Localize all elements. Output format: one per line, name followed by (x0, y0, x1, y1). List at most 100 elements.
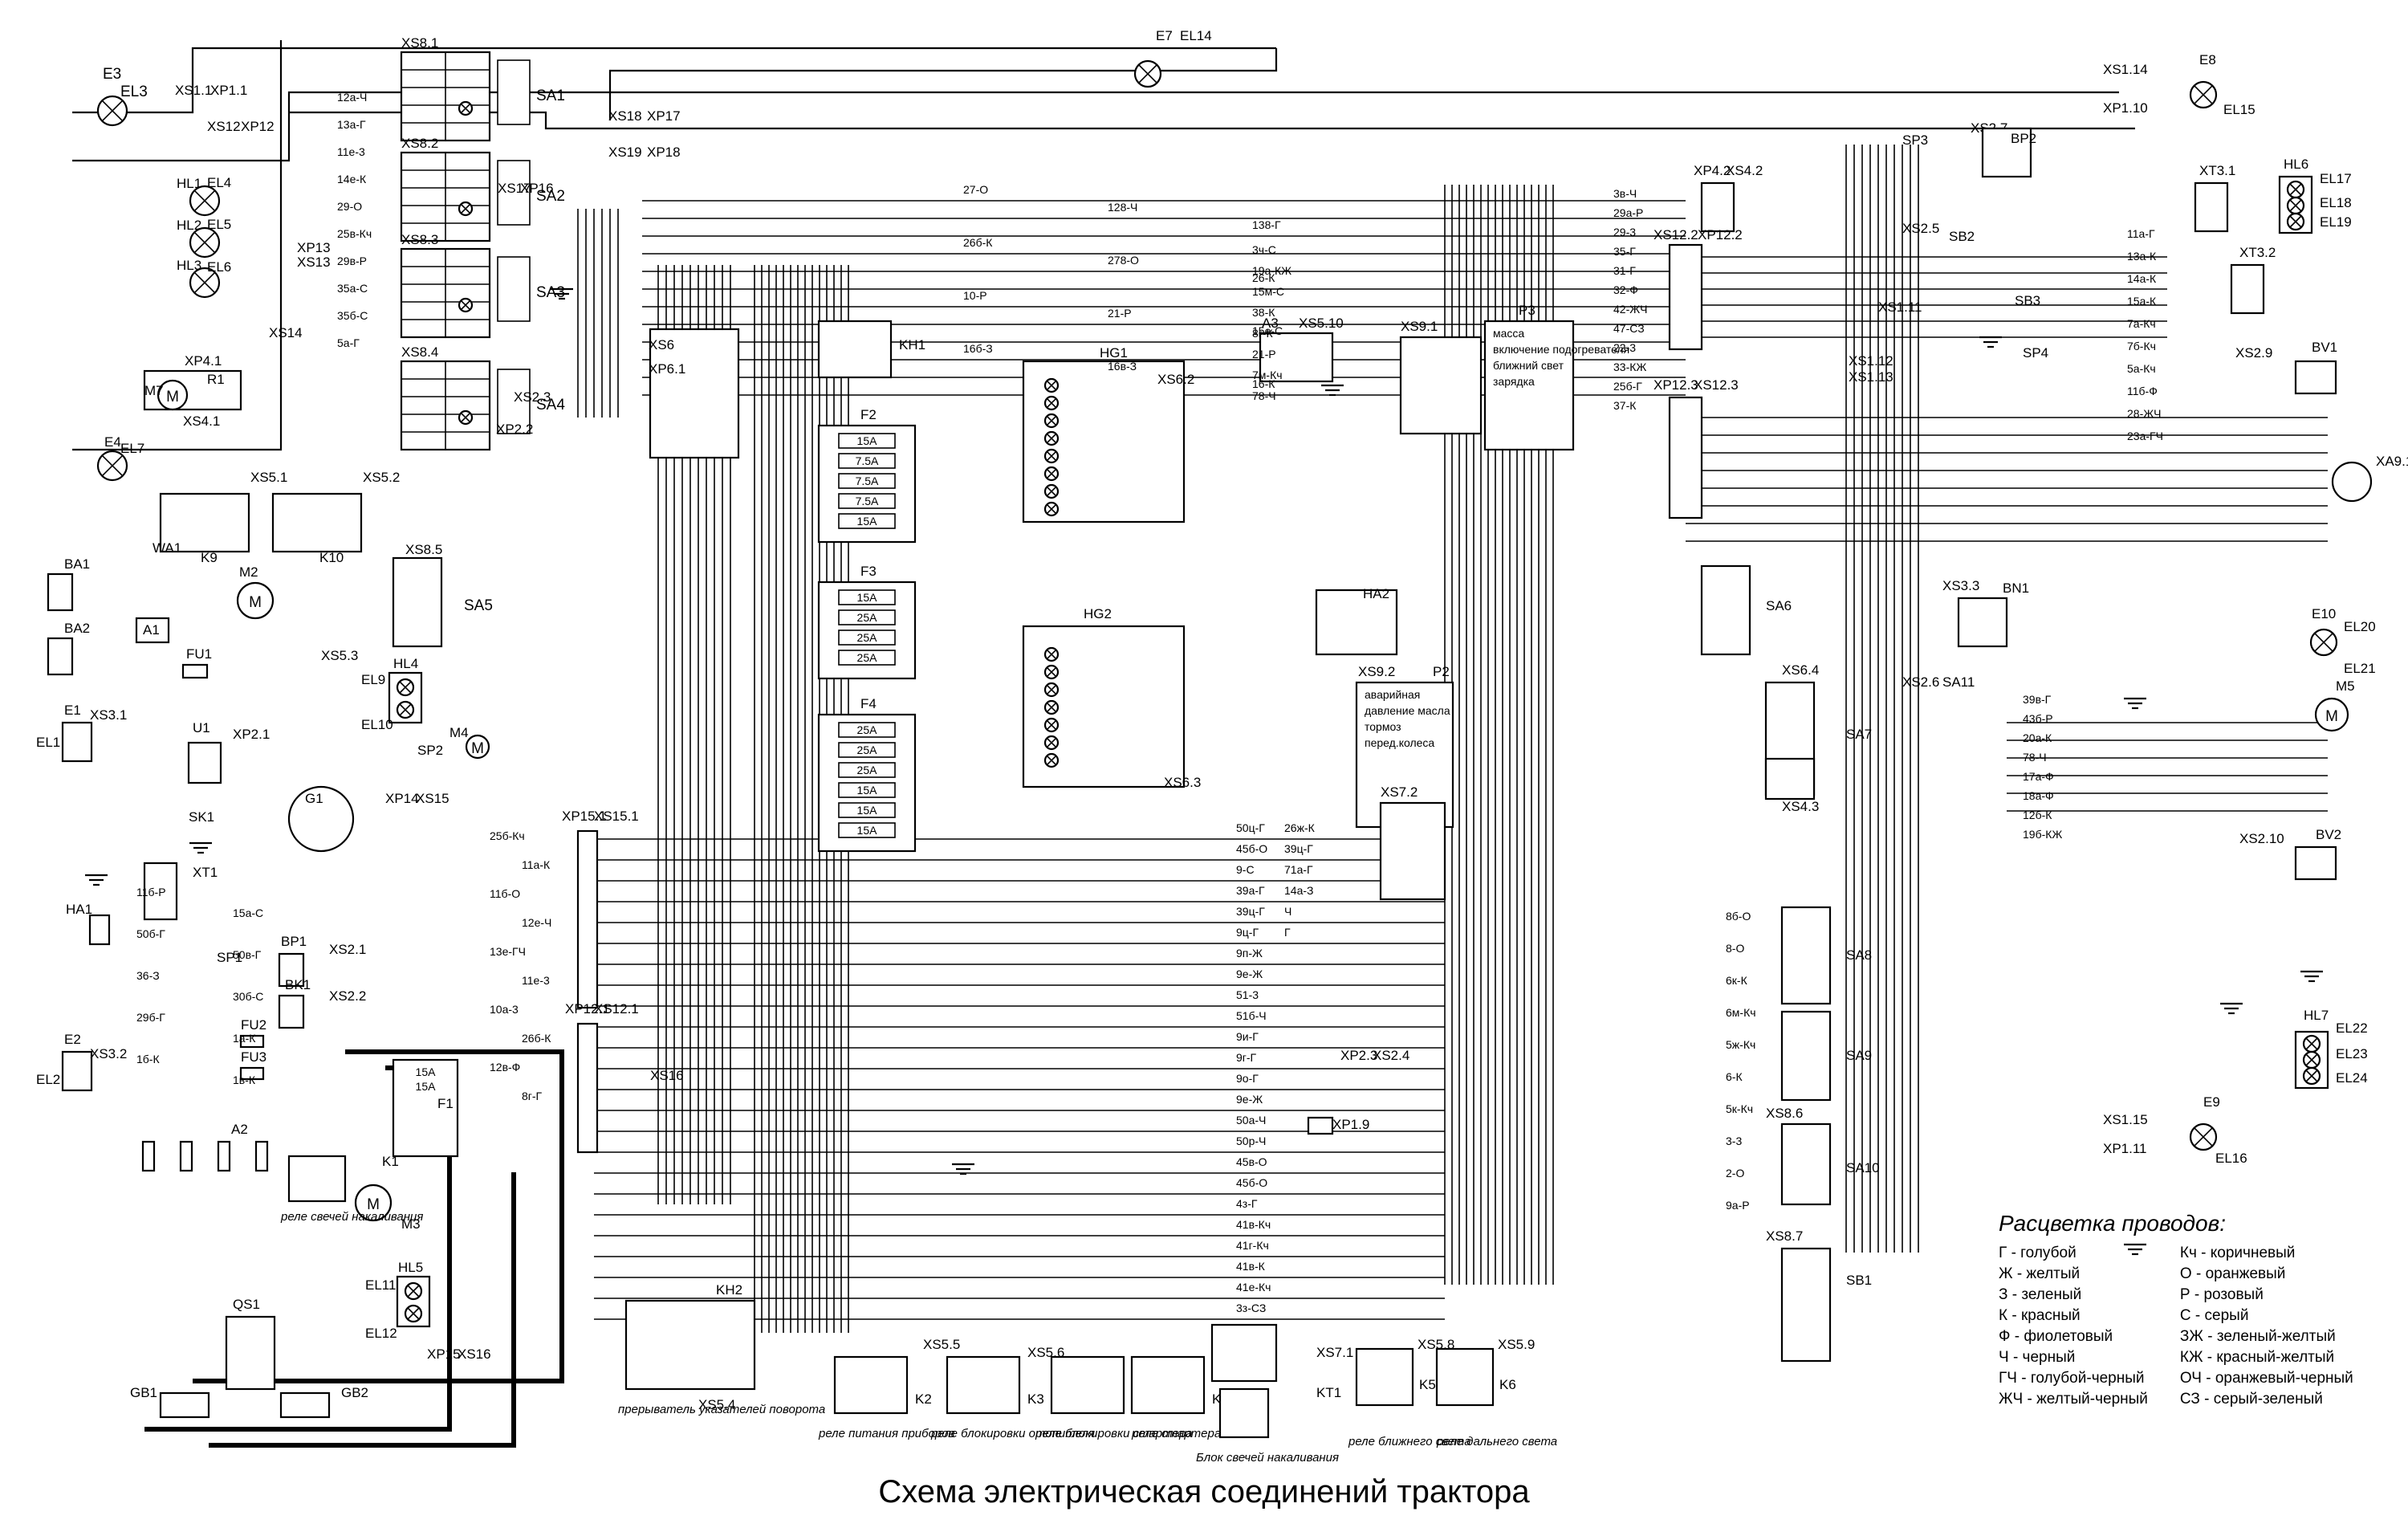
wire-label: 12а-Ч (337, 91, 367, 104)
component-designator: EL15 (2223, 102, 2255, 117)
connector-strip (576, 829, 599, 1009)
component-designator: GB2 (341, 1385, 368, 1400)
component-designator: SA11 (1942, 674, 1975, 690)
wire-label: 9п-Ж (1236, 947, 1263, 959)
legend-entry: ЖЧ - желтый-черный (1999, 1391, 2148, 1408)
regulator-block (187, 741, 222, 784)
wire-label-layer: 50ц-Г45б-О9-С39а-Г39ц-Г9ц-Г9п-Ж9е-Ж51-35… (136, 91, 2163, 1314)
component-designator: XP13 (297, 240, 331, 255)
component-designator: E9 (2203, 1094, 2220, 1110)
component-designator: XS18 (608, 108, 642, 124)
component-designator: XS9.1 (1401, 319, 1438, 334)
wire-label: 11е-3 (522, 974, 550, 987)
component-designator: E2 (64, 1032, 81, 1047)
fuse-rating: 7.5А (856, 495, 879, 507)
wire-label: 12б-К (2023, 809, 2052, 821)
lamp-cross (460, 412, 471, 423)
indicator-caption: ближний свет (1493, 359, 1564, 372)
component-designator: XP1.10 (2103, 100, 2148, 116)
glow-plug-icon (141, 1140, 156, 1172)
component-designator: HL2 (177, 218, 201, 233)
component-designator: HL6 (2284, 157, 2308, 172)
wire-label: 11б-О (490, 887, 520, 900)
wire-label: 29б-Г (136, 1011, 165, 1024)
component-designator: M7 (144, 383, 164, 398)
wire-label: 51-3 (1236, 988, 1259, 1001)
lamp-cross (2289, 215, 2302, 228)
wire-label: 1б-К (136, 1053, 160, 1065)
component-designator: XS4.1 (183, 414, 220, 429)
component-designator: XS6.4 (1782, 662, 1819, 678)
indicator-caption: давление масла (1365, 704, 1450, 717)
component-designator: XS1.14 (2103, 62, 2148, 77)
switch-block (1700, 564, 1751, 656)
lamp-cross (1046, 719, 1057, 731)
component-designator: E8 (2199, 52, 2216, 67)
lamp-cross (2194, 85, 2213, 104)
sensor-icon (278, 994, 305, 1029)
connector-strip (1668, 243, 1703, 351)
fuse-cell (838, 650, 896, 666)
relay-block (817, 320, 893, 379)
legend-entry: ОЧ - оранжевый-черный (2179, 1370, 2353, 1387)
generator-icon (287, 785, 355, 853)
switch-block (1780, 1247, 1832, 1363)
wire-label: 35-Г (1613, 245, 1636, 258)
wire-label: Г (1284, 926, 1291, 939)
component-designator: FU3 (241, 1049, 266, 1065)
fuse-rating: 25А (857, 744, 878, 756)
wire-label: 11б-Ф (2127, 385, 2158, 397)
wire-label: 13а-К (2127, 250, 2157, 263)
wire-label: 14а-К (2127, 272, 2157, 285)
fuse-cell (838, 513, 896, 529)
indicator-caption: тормоз (1365, 720, 1401, 733)
wire-label: 138-Г (1252, 218, 1281, 231)
component-designator: XS2.5 (1902, 221, 1939, 236)
wire-label: 18а-Ф (2023, 789, 2054, 802)
battery-icon (159, 1391, 210, 1419)
lamp-cross (1046, 468, 1057, 479)
lamp-cross (1046, 433, 1057, 444)
wire-label: 16б-З (963, 342, 993, 355)
component-designator: GB1 (130, 1385, 157, 1400)
component-designator: BP2 (2011, 131, 2036, 146)
wire-label: 41г-Кч (1236, 1239, 1269, 1252)
wire-label: Ч (1284, 905, 1291, 918)
component-designator: XP2.1 (233, 727, 270, 742)
wire-label: 26б-К (522, 1032, 551, 1045)
component-designator: XS1.15 (2103, 1112, 2148, 1127)
wire-label: 39а-Г (1236, 884, 1265, 897)
wire-label: 26ж-К (1284, 821, 1316, 834)
component-designator: SA1 (536, 88, 565, 104)
wire-label: 9е-Ж (1236, 968, 1263, 980)
wire-label: 7а-Кч (2127, 317, 2156, 330)
legend-entry: СЗ - серый-зеленый (2179, 1391, 2323, 1408)
switch-block (1764, 757, 1816, 801)
component-designator: K5 (1419, 1377, 1436, 1392)
wire-label: 26-К (1252, 271, 1275, 284)
legend-entry: Кч - коричневый (2179, 1245, 2296, 1261)
fuse-cell (838, 762, 896, 778)
component-designator: EL16 (2215, 1151, 2247, 1166)
component-designator: XS8.7 (1766, 1228, 1803, 1244)
lamp-cross (1046, 415, 1057, 426)
component-designator: M3 (401, 1216, 421, 1232)
component-designator: HL4 (393, 656, 418, 671)
lamp-cross (1046, 397, 1057, 409)
component-designator: XS12.3 (1694, 377, 1739, 393)
legend-entry: Г - голубой (1999, 1245, 2076, 1261)
component-designator: SA9 (1846, 1048, 1872, 1063)
motor-glyph: M (471, 740, 484, 757)
component-designator: XP14 (385, 791, 419, 806)
component-designator: KH2 (716, 1282, 742, 1298)
component-designator: XS8.1 (401, 35, 438, 51)
motor-icon (354, 1184, 393, 1222)
switch-outline (497, 59, 531, 125)
legend-entry: Р - розовый (2179, 1286, 2264, 1303)
wire-label: 5а-Кч (2127, 362, 2156, 375)
component-designator: F1 (437, 1096, 454, 1111)
component-designator: XS5.9 (1498, 1337, 1535, 1352)
wire-label: 38-К (1252, 306, 1275, 319)
relay-block (1355, 1347, 1414, 1407)
